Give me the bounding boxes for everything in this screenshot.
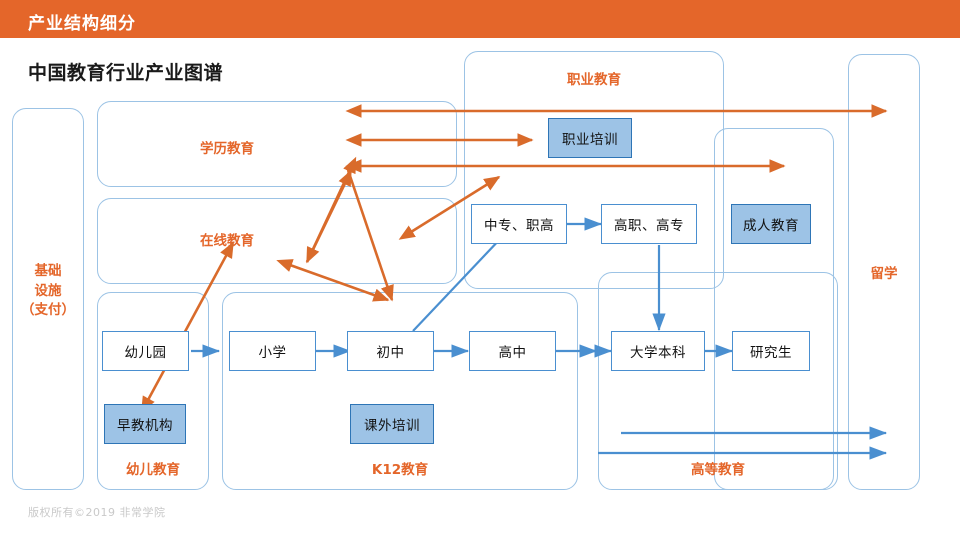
node-kindergarten[interactable]: 幼儿园 bbox=[102, 331, 189, 371]
node-gaozhi-gaozhuan[interactable]: 高职、高专 bbox=[601, 204, 697, 244]
panel-higher-education[interactable] bbox=[598, 272, 838, 490]
node-primary-school[interactable]: 小学 bbox=[229, 331, 316, 371]
node-label-primary-school: 小学 bbox=[258, 345, 287, 361]
node-label-graduate: 研究生 bbox=[750, 345, 792, 361]
node-early-education[interactable]: 早教机构 bbox=[104, 404, 186, 444]
node-label-kindergarten: 幼儿园 bbox=[124, 345, 167, 361]
infra-label-line2: 设施 bbox=[34, 282, 62, 299]
node-label-early-education: 早教机构 bbox=[117, 418, 173, 434]
panel-label-study-abroad: 留学 bbox=[870, 266, 898, 282]
node-junior-high[interactable]: 初中 bbox=[347, 331, 434, 371]
panel-study-abroad[interactable] bbox=[848, 54, 920, 490]
node-label-senior-high: 高中 bbox=[498, 345, 527, 361]
node-label-junior-high: 初中 bbox=[376, 345, 405, 361]
node-label-adult-education: 成人教育 bbox=[743, 218, 799, 234]
panel-label-degree-education: 学历教育 bbox=[200, 141, 254, 157]
panel-label-preschool-education: 幼儿教育 bbox=[126, 462, 180, 478]
node-label-university: 大学本科 bbox=[630, 345, 686, 361]
panel-label-online-education: 在线教育 bbox=[200, 233, 254, 249]
node-label-zhongzhuan-zhigao: 中专、职高 bbox=[484, 218, 554, 234]
node-zhongzhuan-zhigao[interactable]: 中专、职高 bbox=[471, 204, 567, 244]
node-vocational-training[interactable]: 职业培训 bbox=[548, 118, 632, 158]
panel-infrastructure[interactable] bbox=[12, 108, 84, 490]
infra-label-line1: 基础 bbox=[34, 263, 62, 279]
node-tutoring[interactable]: 课外培训 bbox=[350, 404, 434, 444]
header-bar bbox=[0, 0, 960, 38]
panel-label-infrastructure: 基础 设施 （支付） bbox=[12, 262, 84, 321]
node-graduate[interactable]: 研究生 bbox=[732, 331, 810, 371]
node-label-gaozhi-gaozhuan: 高职、高专 bbox=[614, 218, 684, 234]
footer-copyright: 版权所有©2019 非常学院 bbox=[28, 506, 166, 519]
panel-label-vocational-education: 职业教育 bbox=[567, 72, 621, 88]
node-university[interactable]: 大学本科 bbox=[611, 331, 705, 371]
node-label-vocational-training: 职业培训 bbox=[562, 132, 618, 148]
node-label-tutoring: 课外培训 bbox=[364, 418, 420, 434]
header-title: 产业结构细分 bbox=[28, 14, 136, 34]
node-adult-education[interactable]: 成人教育 bbox=[731, 204, 811, 244]
node-senior-high[interactable]: 高中 bbox=[469, 331, 556, 371]
panel-label-k12-education: K12教育 bbox=[371, 462, 429, 478]
infra-label-line3: （支付） bbox=[21, 302, 75, 319]
page-title: 中国教育行业产业图谱 bbox=[28, 62, 224, 84]
panel-label-higher-education: 高等教育 bbox=[691, 462, 745, 478]
